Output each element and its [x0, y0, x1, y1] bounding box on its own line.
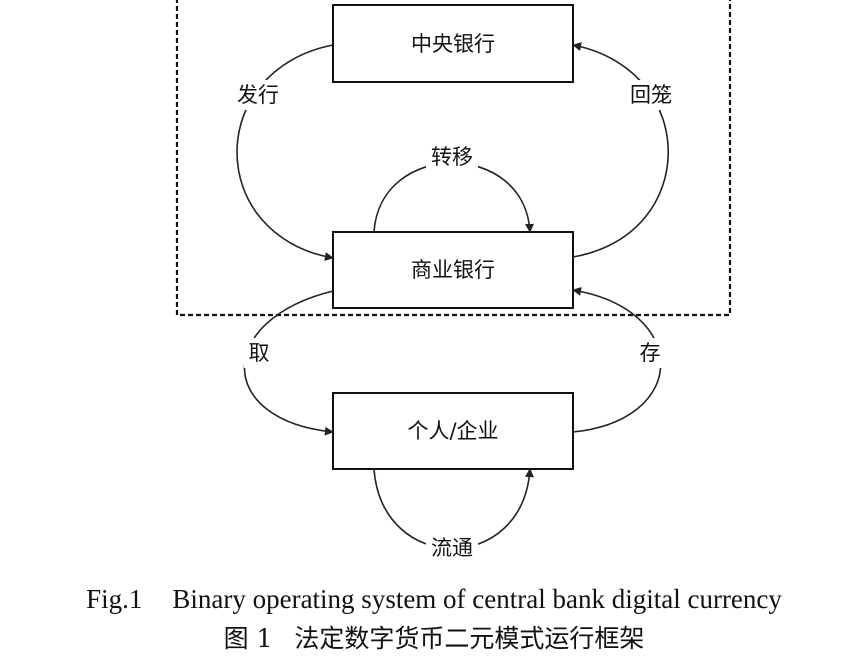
deposit-label: 存	[640, 341, 661, 365]
caption-english-title: Binary operating system of central bank …	[172, 584, 782, 614]
caption-chinese-title: 法定数字货币二元模式运行框架	[294, 624, 645, 653]
withdraw-label: 取	[249, 341, 270, 365]
caption-english-number: Fig.1	[86, 584, 143, 614]
circulate-label-group: 流通	[426, 533, 478, 563]
circulate-label: 流通	[431, 536, 473, 560]
caption-chinese: 图 1 法定数字货币二元模式运行框架	[0, 622, 868, 656]
bank-system-boundary	[175, 0, 732, 317]
central-bank-label: 中央银行	[411, 32, 495, 56]
commercial-bank-label: 商业银行	[411, 258, 495, 282]
commercial-bank-node: 商业银行	[332, 231, 574, 309]
withdraw-back-arrow	[572, 42, 669, 258]
deposit-label-group: 存	[635, 338, 665, 368]
transfer-arrow	[373, 162, 535, 233]
withdraw-back-label: 回笼	[630, 83, 672, 107]
central-bank-node: 中央银行	[332, 4, 574, 83]
issue-label-group: 发行	[233, 80, 283, 110]
withdraw-back-label-group: 回笼	[625, 80, 677, 110]
caption-chinese-number: 图 1	[223, 624, 273, 653]
issue-label: 发行	[237, 83, 279, 107]
transfer-label-group: 转移	[426, 142, 478, 172]
issue-arrow	[236, 44, 334, 261]
individual-enterprise-label: 个人/企业	[407, 419, 498, 443]
individual-enterprise-node: 个人/企业	[332, 392, 574, 470]
transfer-label: 转移	[431, 145, 473, 169]
withdraw-label-group: 取	[244, 338, 274, 368]
caption-english: Fig.1 Binary operating system of central …	[0, 582, 868, 616]
